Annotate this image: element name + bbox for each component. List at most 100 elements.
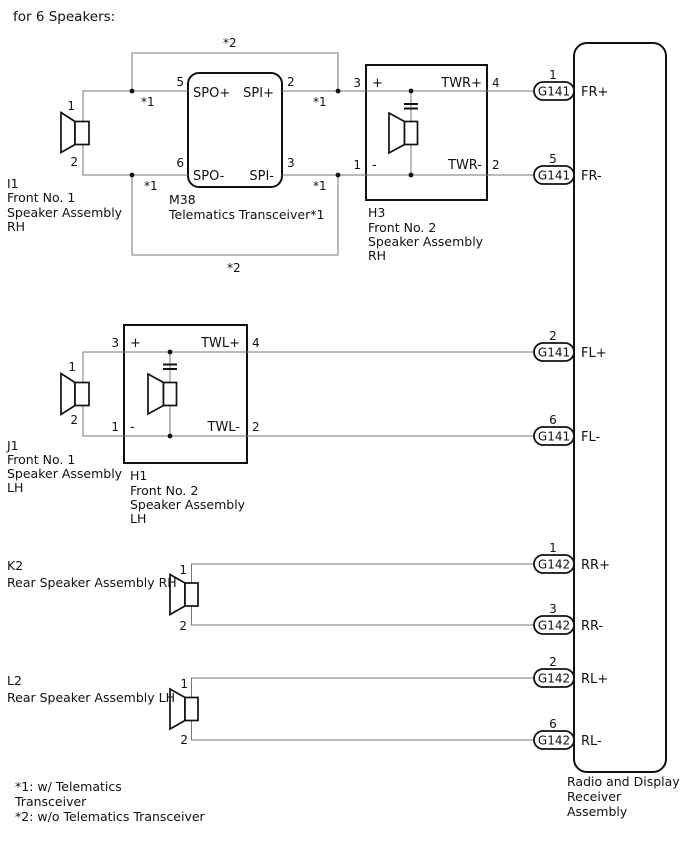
k2-desc: Rear Speaker Assembly RH [7, 575, 177, 590]
signal-label: RR+ [581, 558, 610, 573]
wire-k2-pin2-to-g142-rr-minus [191, 606, 534, 626]
connector-oval [533, 730, 575, 750]
h3-twr-minus-label: TWR- [447, 158, 482, 173]
star1-annotation: *1 [141, 95, 155, 109]
h3-pin1-label: 1 [353, 158, 361, 172]
h3-desc-line3: RH [368, 248, 386, 263]
m38-spo-plus-label: SPO+ [193, 86, 230, 101]
i1-desc-line2: Speaker Assembly [7, 205, 123, 220]
j1-desc-line1: Front No. 1 [7, 452, 75, 467]
connector-oval [533, 554, 575, 574]
wire-k2-pin1-to-g142-rr-plus [191, 563, 534, 583]
wire-i1-pin2-to-m38 [82, 144, 188, 176]
connector-g142-rl-plus: 2 G142 RL+ [533, 655, 608, 688]
h1-twl-minus-label: TWL- [207, 420, 241, 435]
capacitor-icon-h3 [404, 103, 418, 110]
signal-label: FR- [581, 169, 602, 184]
i1-pin2-label: 2 [70, 155, 78, 169]
h3-twr-plus-label: TWR+ [440, 76, 482, 91]
speaker-icon-i1 [60, 110, 90, 154]
page-title: for 6 Speakers: [13, 9, 115, 25]
m38-spi-plus-label: SPI+ [243, 86, 274, 101]
wire-bypass-bottom [131, 175, 339, 256]
h3-desc-line1: Front No. 2 [368, 220, 436, 235]
h3-code: H3 [368, 205, 385, 220]
wire-l2-pin2-to-g142-rl-minus [191, 720, 534, 741]
signal-label: RL- [581, 734, 602, 749]
junction-dot [408, 172, 414, 178]
l2-pin1-label: 1 [180, 677, 188, 691]
h1-plus-label: + [130, 336, 141, 351]
h3-plus-label: + [372, 76, 383, 91]
connector-id: G142 [538, 619, 570, 633]
connector-pin: 3 [549, 602, 557, 616]
h1-pin2-label: 2 [252, 420, 260, 434]
h1-twl-plus-label: TWL+ [200, 336, 240, 351]
h1-pin3-label: 3 [111, 336, 119, 350]
connector-id: G141 [538, 346, 570, 360]
wire-group [82, 52, 534, 741]
signal-label: FL+ [581, 346, 607, 361]
connector-pin: 6 [549, 717, 557, 731]
star1-annotation: *1 [144, 179, 158, 193]
h3-minus-label: - [372, 158, 377, 173]
m38-spo-minus-label: SPO- [193, 169, 225, 184]
h1-desc-line1: Front No. 2 [130, 483, 198, 498]
footnote-line1: *1: w/ Telematics [15, 779, 122, 794]
k2-pin1-label: 1 [179, 563, 187, 577]
m38-code: M38 [169, 192, 196, 207]
wire-j1-pin1-to-g141-fl-plus [82, 351, 534, 383]
j1-pin2-label: 2 [70, 413, 78, 427]
connector-oval [533, 342, 575, 362]
m38-pin5-label: 5 [176, 75, 184, 89]
speaker-icon-j1 [60, 371, 90, 417]
h3-pin4-label: 4 [492, 76, 500, 90]
junction-dot [335, 172, 341, 178]
speaker-icon-h1-tweeter [147, 372, 178, 416]
connector-pin: 5 [549, 152, 557, 166]
connector-id: G142 [538, 558, 570, 572]
i1-desc-line3: RH [7, 219, 25, 234]
wire-bypass-top [131, 52, 339, 91]
wire-j1-pin2-to-g141-fl-minus [82, 405, 534, 437]
j1-code: J1 [6, 438, 19, 453]
connector-id: G142 [538, 672, 570, 686]
m38-pin2-label: 2 [287, 75, 295, 89]
footnote-line3: *2: w/o Telematics Transceiver [15, 809, 206, 824]
h1-desc-line3: LH [130, 511, 146, 526]
m38-pin3-label: 3 [287, 156, 295, 170]
star1-annotation: *1 [313, 179, 327, 193]
star2-annotation: *2 [227, 261, 241, 275]
star2-annotation: *2 [223, 36, 237, 50]
h3-pin2-label: 2 [492, 158, 500, 172]
k2-pin2-label: 2 [179, 619, 187, 633]
l2-desc: Rear Speaker Assembly LH [7, 690, 175, 705]
h1-minus-label: - [130, 420, 135, 435]
speaker-icon-l2 [169, 687, 199, 731]
m38-telematics-transceiver-box [187, 72, 283, 188]
connector-oval [533, 81, 575, 101]
junction-dot [129, 172, 135, 178]
connector-id: G141 [538, 85, 570, 99]
signal-label: FL- [581, 430, 600, 445]
connector-pin: 2 [549, 329, 557, 343]
speaker-icon-h3-tweeter [388, 111, 419, 155]
connector-id: G141 [538, 169, 570, 183]
footnote-line2: Transceiver [14, 794, 87, 809]
radio-desc-line2: Receiver [567, 789, 622, 804]
wire-i1-pin1-to-m38 [82, 90, 188, 122]
connector-g142-rr-minus: 3 G142 RR- [533, 602, 604, 635]
connector-id: G141 [538, 430, 570, 444]
m38-spi-minus-label: SPI- [249, 169, 274, 184]
h1-pin1-label: 1 [111, 420, 119, 434]
i1-code: I1 [7, 176, 19, 191]
connector-oval [533, 615, 575, 635]
l2-pin2-label: 2 [180, 733, 188, 747]
signal-label: RL+ [581, 672, 608, 687]
star1-annotation: *1 [313, 95, 327, 109]
h3-front-no2-speaker-box [365, 64, 488, 201]
i1-pin1-label: 1 [67, 99, 75, 113]
radio-desc-line3: Assembly [567, 804, 628, 819]
